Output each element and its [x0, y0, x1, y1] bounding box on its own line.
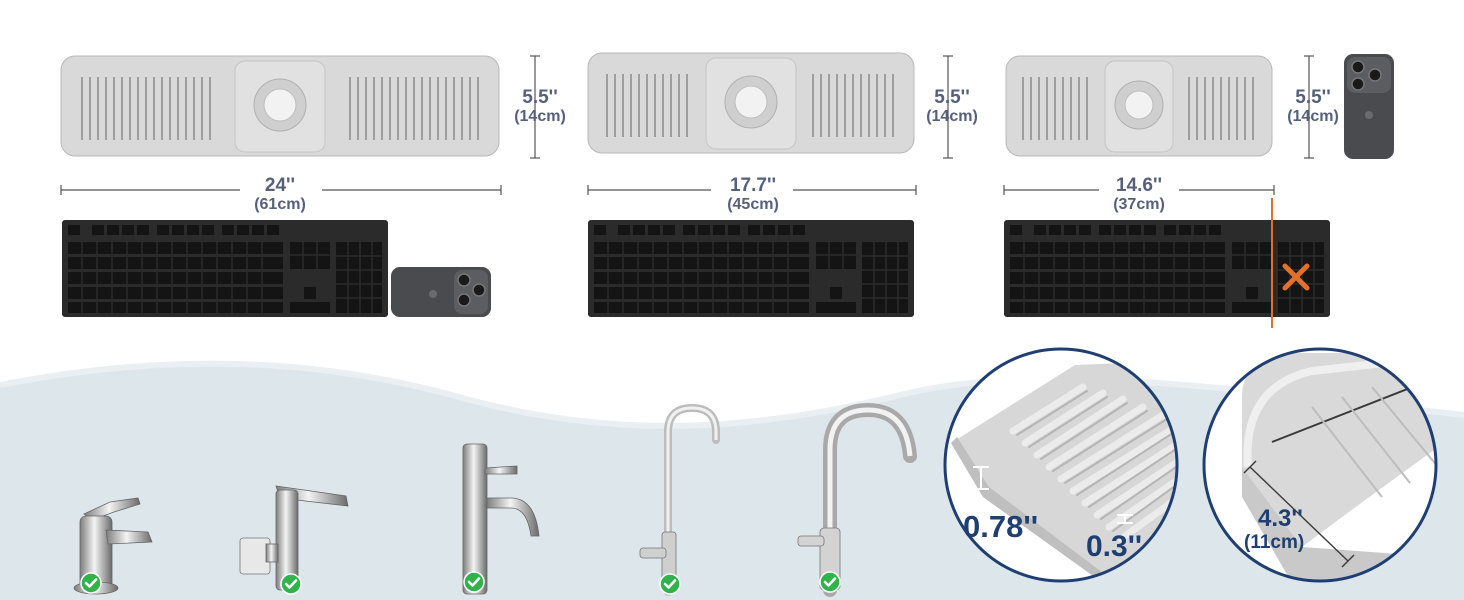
length-metric: (45cm): [727, 196, 779, 213]
width-dimension-line: [530, 55, 540, 159]
faucet-image: [639, 403, 720, 596]
faucet-single-lever: [62, 480, 162, 600]
faucet-pull-down: [790, 400, 920, 600]
keyboard-image: [62, 220, 388, 317]
cross-icon: [1282, 263, 1310, 291]
length-label: 14.6'' (37cm): [1089, 176, 1189, 213]
length-dimension-line: [587, 185, 917, 195]
check-icon: [80, 572, 102, 594]
mat-medium: [587, 52, 915, 154]
faucet-image: [462, 443, 540, 595]
detail-height-circle: 0.78'' 0.3'': [943, 347, 1179, 583]
faucet-image: [239, 485, 349, 591]
width-metric: (14cm): [926, 108, 978, 125]
width-label: 5.5'' (14cm): [914, 88, 990, 125]
length-value: 17.7'': [729, 175, 776, 196]
width-label: 5.5'' (14cm): [1275, 88, 1351, 125]
length-dimension-line: [1003, 185, 1275, 195]
depth-value: 4.3'': [1258, 505, 1303, 532]
cutoff-line: [1271, 198, 1273, 328]
height-value: 0.78'': [963, 509, 1039, 544]
mat-large: [60, 55, 500, 157]
length-value: 24'': [264, 175, 296, 196]
phone-image: [1344, 54, 1394, 159]
phone-image: [391, 267, 491, 317]
detail-depth-circle: 4.3'' (11cm): [1202, 347, 1438, 583]
length-value: 14.6'': [1115, 175, 1162, 196]
width-metric: (14cm): [514, 108, 566, 125]
width-value: 5.5'': [1295, 87, 1331, 108]
width-value: 5.5'': [522, 87, 558, 108]
detail-circle-image: [1202, 347, 1438, 583]
check-icon: [659, 573, 681, 595]
faucet-image: [73, 497, 153, 595]
size-option-small: 5.5'' (14cm) 14.6'' (37cm): [1000, 0, 1464, 330]
width-dimension-line: [943, 55, 953, 159]
faucet-waterfall: [236, 476, 356, 600]
detail-circle-image: [943, 347, 1179, 583]
length-label: 17.7'' (45cm): [703, 176, 803, 213]
length-dimension-line: [60, 185, 502, 195]
size-option-large: 5.5'' (14cm) 24'' (61cm): [0, 0, 580, 330]
faucet-gooseneck: [634, 402, 734, 600]
length-label: 24'' (61cm): [230, 176, 330, 213]
faucet-tall-vessel: [455, 440, 555, 600]
width-dimension-line: [1304, 55, 1314, 159]
check-icon: [280, 573, 302, 595]
check-icon: [463, 571, 485, 593]
width-value: 5.5'': [934, 87, 970, 108]
width-label: 5.5'' (14cm): [502, 88, 578, 125]
keyboard-image: [588, 220, 914, 317]
faucet-image: [797, 402, 917, 597]
depth-metric: (11cm): [1244, 532, 1305, 553]
check-icon: [819, 571, 841, 593]
mat-small: [1005, 55, 1273, 157]
keyboard-image: [1004, 220, 1330, 317]
width-metric: (14cm): [1287, 108, 1339, 125]
length-metric: (37cm): [1113, 196, 1165, 213]
thickness-value: 0.3'': [1086, 530, 1142, 563]
size-option-medium: 5.5'' (14cm) 17.7'' (45cm): [580, 0, 1000, 330]
length-metric: (61cm): [254, 196, 306, 213]
